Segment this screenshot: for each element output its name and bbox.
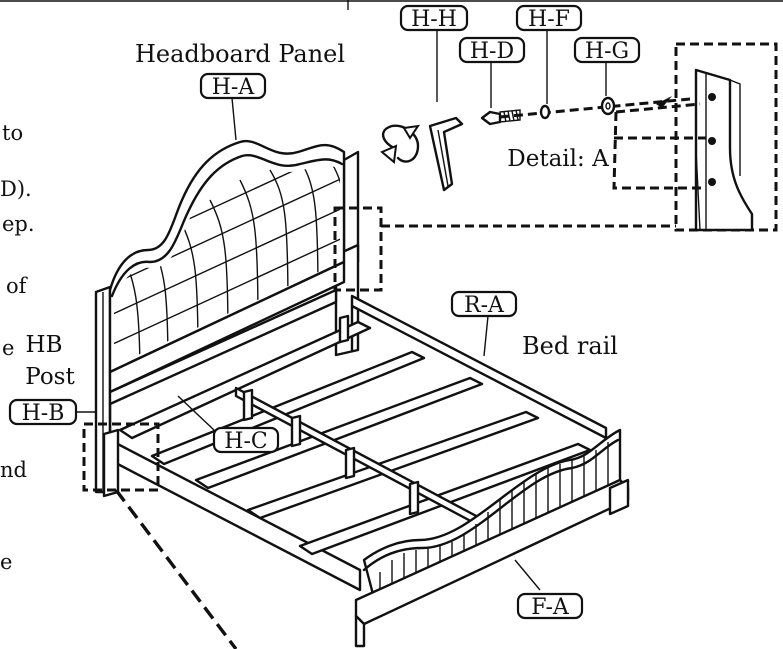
part-label-h-h: H-H	[399, 4, 469, 32]
left-fragment-1: to	[2, 121, 23, 145]
part-label-h-c: H-C	[212, 426, 280, 454]
h-g-text: H-G	[585, 39, 629, 64]
hb-label: HB	[26, 332, 63, 358]
left-fragment-6: nd	[0, 458, 27, 482]
bed-rail-label: Bed rail	[522, 332, 618, 360]
h-h-text: H-H	[411, 7, 457, 32]
hardware	[380, 96, 616, 192]
detail-a	[499, 42, 778, 232]
connection-highlight-upper	[333, 206, 383, 292]
part-label-r-a: R-A	[450, 290, 518, 318]
left-fragment-7: e	[0, 550, 12, 574]
bed-rail-leader	[483, 315, 489, 357]
r-a-text: R-A	[464, 293, 505, 318]
headboard-panel-label: Headboard Panel	[135, 40, 345, 68]
f-a-text: F-A	[531, 595, 570, 620]
left-fragment-4: of	[6, 274, 29, 298]
detail-a-label: Detail: A	[507, 146, 609, 172]
part-label-h-a: H-A	[199, 72, 267, 100]
post-label: Post	[25, 364, 75, 390]
left-fragment-2: D).	[0, 177, 32, 201]
h-b-text: H-B	[22, 401, 65, 426]
headboard	[94, 139, 360, 494]
part-label-h-d: H-D	[458, 36, 526, 64]
detail-connector-lower	[114, 488, 238, 649]
h-a-text: H-A	[212, 75, 256, 100]
h-c-text: H-C	[224, 429, 267, 454]
left-fragment-3: ep.	[2, 212, 35, 236]
part-label-f-a: F-A	[516, 592, 584, 620]
part-label-h-g: H-G	[573, 36, 641, 64]
footboard	[354, 428, 630, 648]
f-a-leader	[514, 559, 541, 591]
left-fragment-5: e	[2, 336, 14, 360]
part-label-h-b: H-B	[8, 398, 78, 426]
connection-highlight-lower	[82, 422, 160, 492]
h-c-leader	[177, 395, 215, 431]
h-a-leader	[231, 97, 237, 141]
left-edge-text: to D). ep. of e nd e	[0, 121, 35, 574]
h-f-text: H-F	[528, 7, 570, 32]
part-label-h-f: H-F	[515, 4, 583, 32]
h-d-text: H-D	[470, 39, 514, 64]
